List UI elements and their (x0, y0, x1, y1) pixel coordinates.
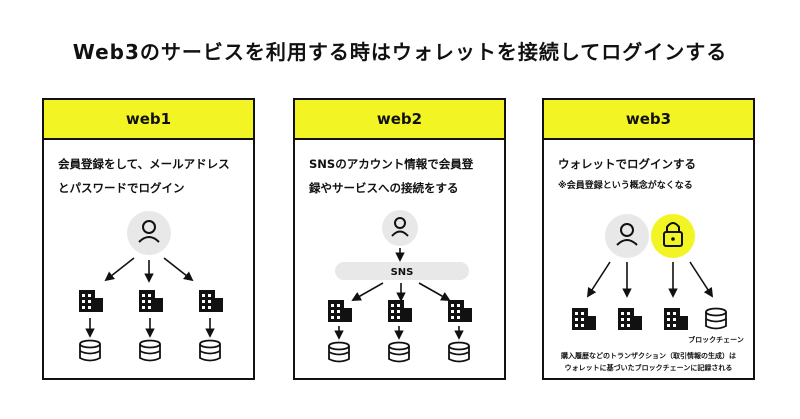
sns-label: SNS (391, 267, 414, 278)
web3-card: web3 ウォレットでログインする ※会員登録という概念がなくなる (542, 98, 755, 380)
database-icon (388, 341, 410, 363)
database-icon (199, 339, 221, 362)
web3-description: ウォレットでログインする (558, 157, 696, 171)
web2-diagram: SNS (328, 210, 472, 363)
web2-header: web2 (295, 100, 504, 140)
database-icon (139, 339, 161, 362)
web3-note: ※会員登録という概念がなくなる (558, 181, 693, 191)
user-icon (605, 214, 649, 258)
database-icon (328, 341, 350, 363)
web3-header: web3 (544, 100, 753, 140)
web1-card: web1 会員登録をして、メールアドレス とパスワードでログイン (42, 98, 255, 380)
building-icon (618, 308, 642, 330)
sns-bar (335, 262, 469, 280)
database-icon (79, 339, 101, 362)
user-icon (127, 211, 171, 255)
building-icon (572, 308, 596, 330)
wallet-lock-icon (651, 214, 695, 258)
building-icon (388, 300, 412, 322)
web2-card: web2 SNSのアカウント情報で会員登 録やサービスへの接続をする SNS (293, 98, 506, 380)
building-icon (199, 290, 223, 312)
blockchain-label: ブロックチェーン (688, 335, 744, 344)
building-icon (79, 290, 103, 312)
user-icon (382, 210, 418, 246)
page-title: Web3のサービスを利用する時はウォレットを接続してログインする (72, 40, 728, 64)
building-icon (139, 290, 163, 312)
building-icon (448, 300, 472, 322)
web2-description: SNSのアカウント情報で会員登 録やサービスへの接続をする (309, 157, 474, 195)
web3-diagram: ブロックチェーン (572, 214, 744, 344)
database-icon (705, 307, 727, 330)
web3-footer: 購入履歴などのトランザクション（取引情報の生成）は ウォレットに基づいたブロック… (561, 352, 736, 372)
web1-header: web1 (44, 100, 253, 140)
database-icon (448, 341, 470, 363)
building-icon (664, 308, 688, 330)
web1-diagram (79, 211, 223, 362)
web1-description: 会員登録をして、メールアドレス とパスワードでログイン (58, 157, 230, 195)
building-icon (328, 300, 352, 322)
